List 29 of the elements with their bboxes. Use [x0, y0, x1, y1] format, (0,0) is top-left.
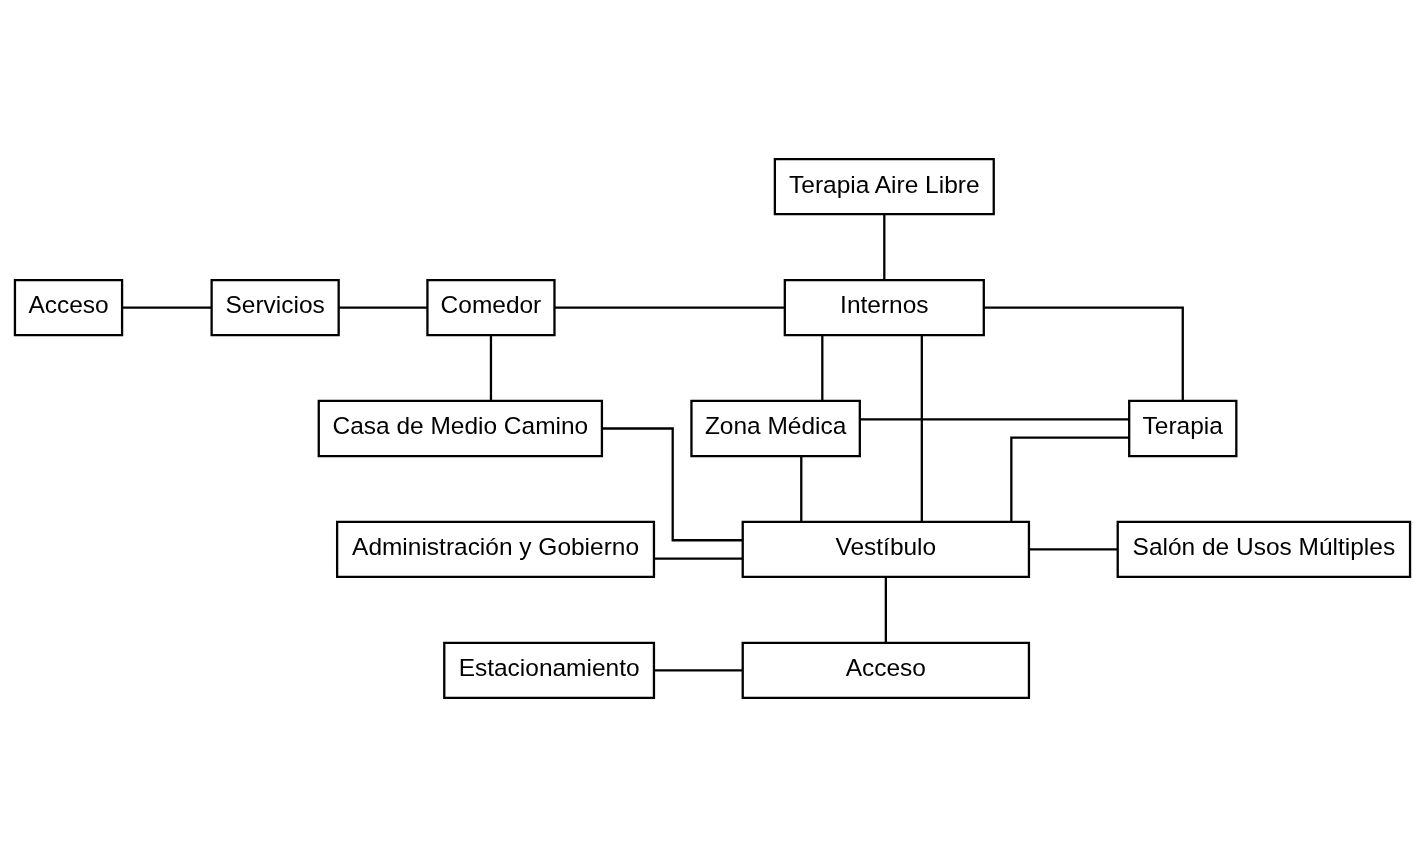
- connector: [554, 305, 785, 309]
- node-box: Salón de Usos Múltiples: [1116, 520, 1412, 578]
- connector: [654, 668, 743, 671]
- connector: [122, 305, 212, 309]
- node-box: Terapia: [1128, 399, 1238, 457]
- connector: [1010, 436, 1129, 522]
- connector: [821, 335, 824, 401]
- node-box: Servicios: [210, 278, 340, 336]
- connector: [860, 417, 1129, 420]
- node-box: Acceso: [13, 278, 124, 336]
- connector: [602, 426, 743, 541]
- connector: [984, 305, 1184, 400]
- node-box: Acceso: [741, 641, 1031, 699]
- node-box: Internos: [783, 278, 985, 336]
- connector: [883, 214, 886, 280]
- connector: [489, 335, 493, 401]
- connector: [920, 334, 923, 521]
- connector: [884, 576, 887, 642]
- node-box: Casa de Medio Camino: [317, 399, 604, 457]
- node-box: Estacionamiento: [443, 641, 656, 699]
- node-box: Zona Médica: [690, 399, 861, 457]
- node-box: Administración y Gobierno: [336, 520, 656, 578]
- node-box: Terapia Aire Libre: [773, 157, 995, 215]
- connector: [338, 305, 428, 309]
- node-box: Comedor: [426, 278, 556, 336]
- connector: [1029, 547, 1118, 551]
- connector: [654, 556, 743, 560]
- connector: [800, 456, 803, 522]
- node-box: Vestíbulo: [741, 520, 1031, 578]
